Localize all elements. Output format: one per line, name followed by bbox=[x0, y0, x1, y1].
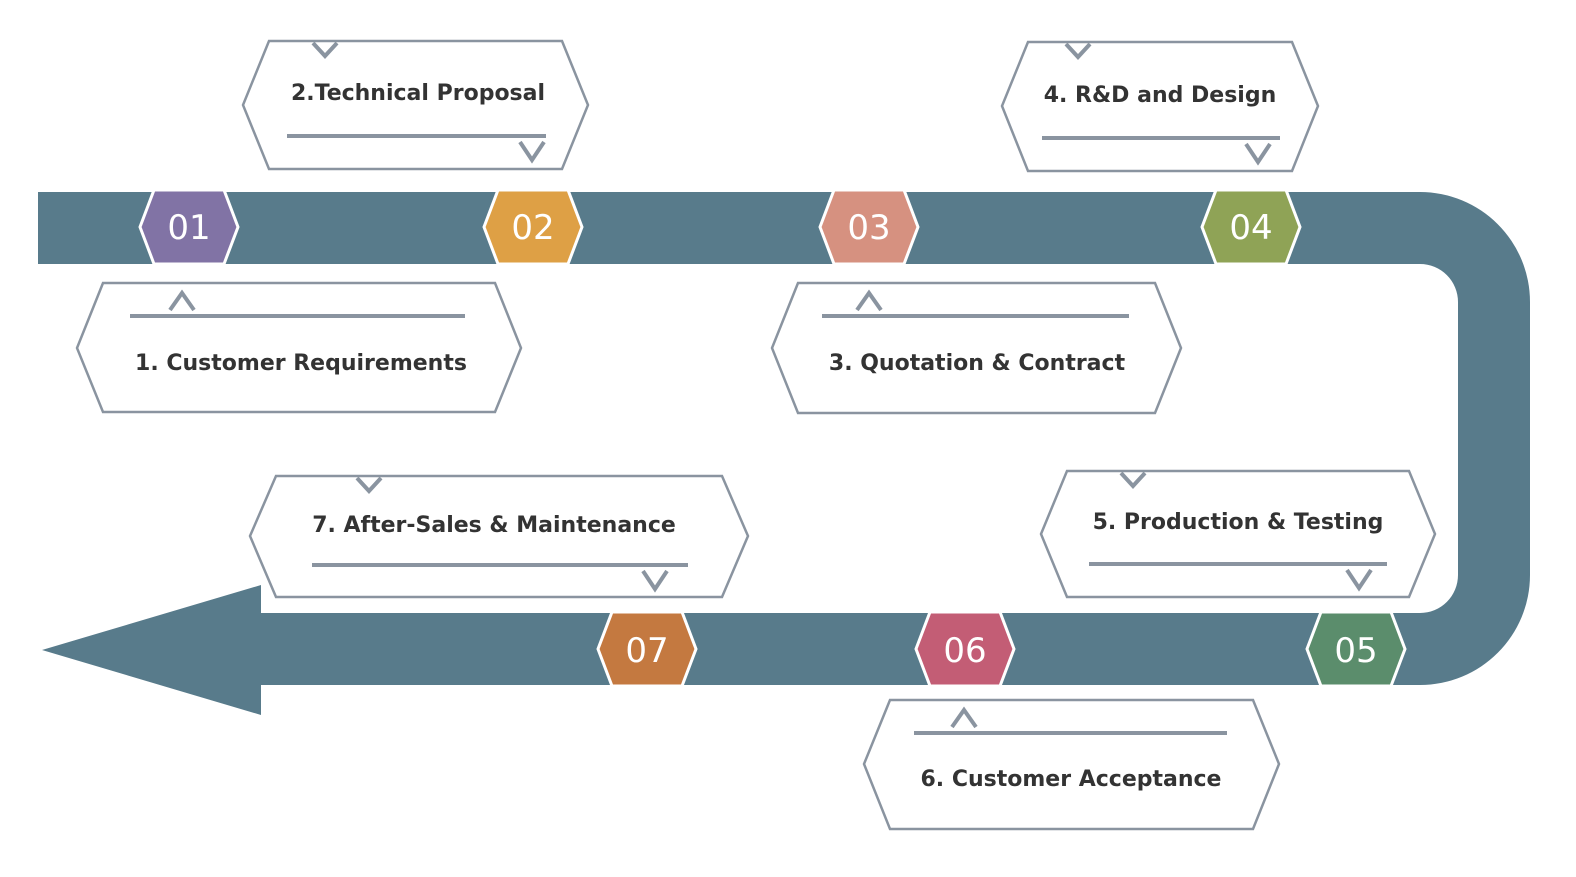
step-5-down-chevron-icon bbox=[1119, 471, 1147, 489]
step-2-number-badge bbox=[482, 188, 584, 266]
step-2-down-arrow-icon bbox=[518, 140, 546, 164]
step-1-label: 1. Customer Requirements bbox=[135, 351, 467, 376]
step-6: 6. Customer Acceptance 06 bbox=[862, 610, 1281, 831]
step-3-box bbox=[770, 281, 1183, 415]
step-6-label: 6. Customer Acceptance bbox=[921, 767, 1222, 792]
step-6-number: 06 bbox=[943, 631, 986, 671]
step-7-number-badge bbox=[596, 610, 698, 688]
step-7-down-chevron-icon bbox=[355, 476, 383, 494]
step-1: 1. Customer Requirements 01 bbox=[75, 188, 523, 414]
step-5-number: 05 bbox=[1334, 631, 1377, 671]
step-2-down-chevron-icon bbox=[311, 41, 339, 59]
step-7-label: 7. After-Sales & Maintenance bbox=[312, 513, 676, 538]
step-7-number: 07 bbox=[625, 631, 668, 671]
step-2-label: 2.Technical Proposal bbox=[291, 81, 545, 106]
step-4-down-arrow-icon bbox=[1244, 142, 1272, 166]
step-3-number: 03 bbox=[847, 208, 890, 248]
step-6-box bbox=[862, 698, 1281, 831]
step-1-number: 01 bbox=[167, 208, 210, 248]
step-6-up-chevron-icon bbox=[950, 706, 978, 729]
step-3-number-badge bbox=[818, 188, 920, 266]
step-6-number-badge bbox=[914, 610, 1016, 688]
flow-arrow bbox=[38, 192, 1530, 715]
step-4-number-badge bbox=[1200, 188, 1302, 266]
step-5-label: 5. Production & Testing bbox=[1093, 510, 1384, 535]
step-2: 2.Technical Proposal 02 bbox=[241, 39, 590, 266]
step-3-label: 3. Quotation & Contract bbox=[829, 351, 1126, 376]
step-5-down-arrow-icon bbox=[1345, 568, 1373, 592]
step-3: 3. Quotation & Contract 03 bbox=[770, 188, 1183, 415]
step-4-down-chevron-icon bbox=[1064, 42, 1092, 60]
step-7-down-arrow-icon bbox=[641, 569, 669, 593]
step-4-number: 04 bbox=[1229, 208, 1272, 248]
step-4-label: 4. R&D and Design bbox=[1044, 83, 1277, 108]
step-5: 5. Production & Testing 05 bbox=[1039, 469, 1437, 688]
step-3-up-chevron-icon bbox=[855, 289, 883, 312]
step-2-number: 02 bbox=[511, 208, 554, 248]
step-5-number-badge bbox=[1305, 610, 1407, 688]
step-1-up-chevron-icon bbox=[168, 289, 196, 312]
step-1-number-badge bbox=[138, 188, 240, 266]
step-4: 4. R&D and Design 04 bbox=[1000, 40, 1320, 266]
step-7: 7. After-Sales & Maintenance 07 bbox=[248, 474, 750, 688]
step-1-box bbox=[75, 281, 523, 414]
